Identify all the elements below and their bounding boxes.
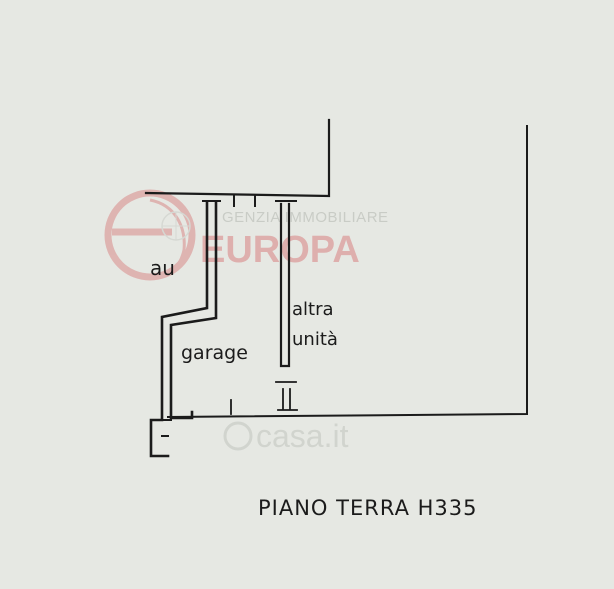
top-wall xyxy=(144,118,331,198)
step-detail xyxy=(161,419,172,437)
right-wall xyxy=(166,125,528,419)
floor-title: PIANO TERRA H335 xyxy=(258,496,477,520)
room-label-unita: unità xyxy=(292,329,338,350)
partition-wall xyxy=(279,202,291,368)
agency-subtitle-watermark: GENZIA IMMOBILIARE xyxy=(222,209,389,226)
room-label-altra: altra xyxy=(292,299,334,320)
room-label-garage: garage xyxy=(181,342,248,364)
casa-it-text: casa.it xyxy=(256,418,349,454)
door-jamb-left xyxy=(202,195,256,207)
room-label-au: au xyxy=(150,256,175,280)
casa-it-watermark: casa.it xyxy=(223,418,349,454)
agency-name-watermark: EUROPA xyxy=(200,229,360,271)
plan-walls xyxy=(144,118,528,458)
garage-left-wall-inner xyxy=(169,201,218,420)
bottom-opening-markers xyxy=(230,381,298,415)
